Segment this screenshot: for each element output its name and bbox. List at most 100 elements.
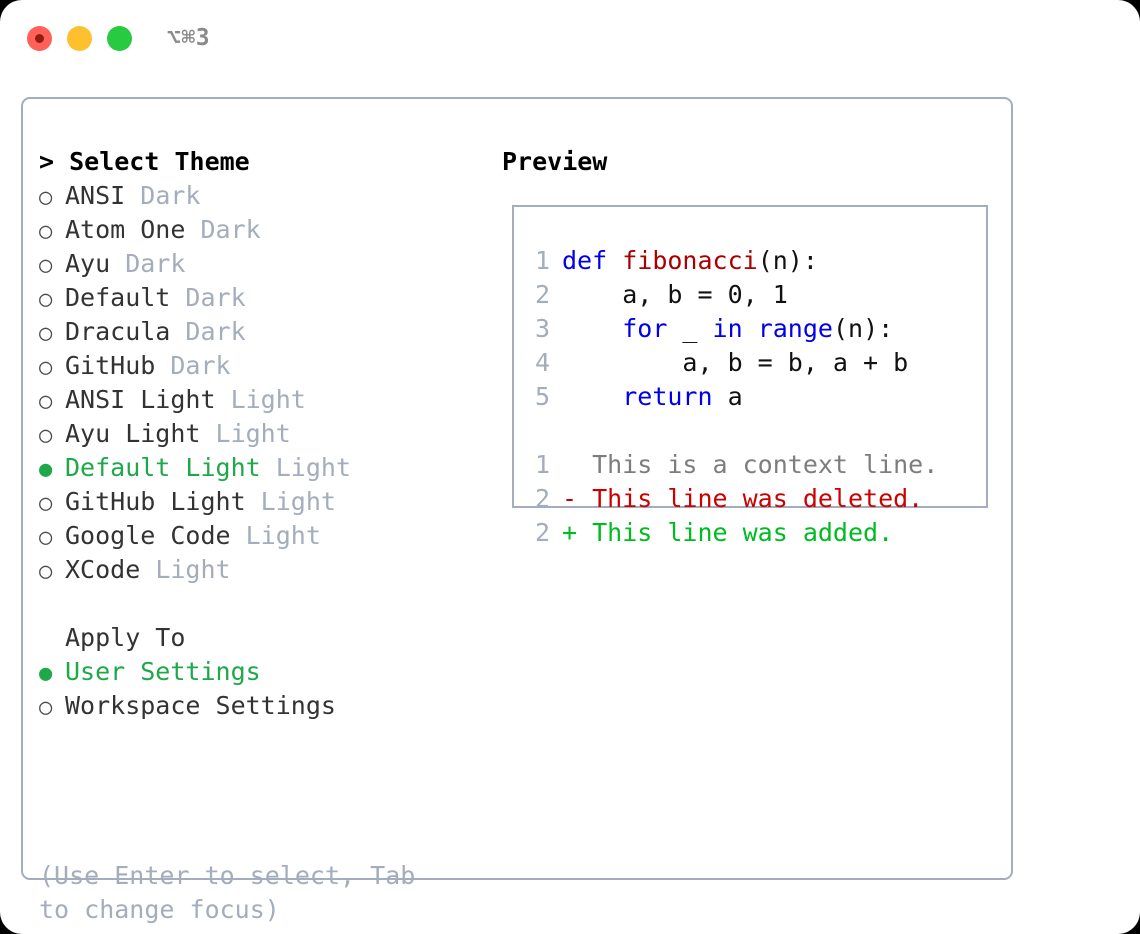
apply-to-header: Apply To: [39, 621, 489, 655]
window-title-bar: ⌥⌘3: [0, 0, 1140, 78]
code-token: a, b = 0, 1: [562, 280, 788, 309]
line-number: 2: [534, 280, 550, 309]
theme-name-label: GitHub Light: [65, 487, 246, 516]
main-panel: > Select Theme ○ANSI Dark○Atom One Dark○…: [21, 97, 1013, 924]
theme-name-label: Google Code: [65, 521, 231, 550]
line-number: 3: [534, 314, 550, 343]
theme-name-label: Default: [65, 283, 171, 312]
theme-list-item[interactable]: ● Default Light Light: [39, 451, 489, 485]
minimize-button[interactable]: [67, 26, 92, 51]
theme-category-tag: Dark: [170, 283, 246, 312]
theme-name-label: Atom One: [65, 215, 186, 244]
theme-category-tag: Dark: [185, 215, 261, 244]
theme-name-label: ANSI Light: [65, 385, 216, 414]
theme-list-item[interactable]: ○ ANSI Light Light: [39, 383, 489, 417]
theme-category-tag: Light: [245, 487, 336, 516]
preview-header: Preview: [502, 147, 608, 176]
theme-category-tag: Dark: [125, 181, 201, 210]
theme-list-item[interactable]: ○ ANSI Dark: [39, 179, 489, 213]
line-number: 4: [534, 348, 550, 377]
theme-list-item[interactable]: ○ Ayu Dark: [39, 247, 489, 281]
theme-category-tag: Light: [140, 555, 231, 584]
radio-selected-icon[interactable]: ●: [39, 661, 53, 686]
code-line: 2 a, b = 0, 1: [524, 278, 978, 312]
preview-gap: [524, 414, 978, 448]
code-token: _: [667, 314, 713, 343]
code-token: range: [757, 314, 833, 343]
section-spacer: [39, 587, 489, 621]
theme-list-item[interactable]: ○ XCode Light: [39, 553, 489, 587]
code-token: (n):: [757, 246, 818, 275]
apply-to-option[interactable]: ○ Workspace Settings: [39, 689, 489, 723]
diff-line: 2 + This line was added.: [524, 516, 978, 550]
apply-to-option[interactable]: ● User Settings: [39, 655, 489, 689]
theme-list-header: > Select Theme: [39, 147, 250, 176]
theme-list-item[interactable]: ○GitHub Dark: [39, 349, 489, 383]
theme-list-column: > Select Theme ○ANSI Dark○Atom One Dark○…: [39, 145, 489, 723]
apply-to-header-label: Apply To: [65, 623, 186, 652]
code-line: 4 a, b = b, a + b: [524, 346, 978, 380]
radio-unselected-icon[interactable]: ○: [39, 559, 53, 584]
diff-line: 2- This line was deleted.: [524, 482, 978, 516]
theme-category-tag: Light: [200, 419, 291, 448]
theme-category-tag: Light: [230, 521, 321, 550]
theme-category-tag: Dark: [110, 249, 186, 278]
radio-unselected-icon[interactable]: ○: [39, 253, 53, 278]
code-token: a, b = b, a + b: [562, 348, 909, 377]
theme-list: ○ ANSI Dark ○ Atom One Dark ○ Ayu Dark ○ Defaul…: [39, 179, 489, 587]
code-token: return: [622, 382, 713, 411]
diff-text: + This line was added.: [562, 518, 894, 547]
code-token: [562, 382, 622, 411]
theme-category-tag: Dark: [155, 351, 231, 380]
theme-list-item[interactable]: ○ Default Dark: [39, 281, 489, 315]
window-shortcut-label: ⌥⌘3: [167, 25, 211, 51]
radio-unselected-icon[interactable]: ○: [39, 355, 53, 380]
theme-category-tag: Light: [215, 385, 306, 414]
radio-unselected-icon[interactable]: ○: [39, 389, 53, 414]
radio-unselected-icon[interactable]: ○: [39, 525, 53, 550]
code-token: in: [712, 314, 743, 343]
apply-to-list: ● User Settings ○ Workspace Settings: [39, 655, 489, 723]
line-number: 2: [534, 518, 550, 547]
diff-text: - This line was deleted.: [562, 484, 924, 513]
theme-name-label: Default Light: [65, 453, 261, 482]
theme-list-item[interactable]: ○ Ayu Light Light: [39, 417, 489, 451]
radio-unselected-icon[interactable]: ○: [39, 287, 53, 312]
keyboard-hint: (Use Enter to select, Tab to change focu…: [39, 861, 431, 924]
radio-unselected-icon[interactable]: ○: [39, 423, 53, 448]
line-number: 1: [534, 246, 550, 275]
code-line: 5 return a: [524, 380, 978, 414]
apply-to-option-label: User Settings: [65, 657, 261, 686]
line-number: 5: [534, 382, 550, 411]
theme-list-item[interactable]: ○ Google Code Light: [39, 519, 489, 553]
code-token: fibonacci: [622, 246, 758, 275]
radio-unselected-icon[interactable]: ○: [39, 321, 53, 346]
close-button[interactable]: [27, 26, 52, 51]
theme-category-tag: Dark: [170, 317, 246, 346]
radio-unselected-icon[interactable]: ○: [39, 695, 53, 720]
radio-unselected-icon[interactable]: ○: [39, 491, 53, 516]
diff-line: 1 This is a context line.: [524, 448, 978, 482]
theme-name-label: Dracula: [65, 317, 171, 346]
theme-name-label: Ayu Light: [65, 419, 201, 448]
apply-to-option-label: Workspace Settings: [65, 691, 336, 720]
radio-selected-icon[interactable]: ●: [39, 457, 53, 482]
radio-unselected-icon[interactable]: ○: [39, 219, 53, 244]
zoom-button[interactable]: [107, 26, 132, 51]
theme-list-item[interactable]: ○ GitHub Light Light: [39, 485, 489, 519]
theme-name-label: Ayu: [65, 249, 111, 278]
theme-category-tag: Light: [260, 453, 351, 482]
code-token: [562, 314, 622, 343]
code-token: a: [712, 382, 743, 411]
theme-list-item[interactable]: ○ Atom One Dark: [39, 213, 489, 247]
diff-text: This is a context line.: [562, 450, 939, 479]
radio-unselected-icon[interactable]: ○: [39, 185, 53, 210]
theme-list-item[interactable]: ○ Dracula Dark: [39, 315, 489, 349]
theme-name-label: XCode: [65, 555, 141, 584]
theme-name-label: ANSI: [65, 181, 126, 210]
